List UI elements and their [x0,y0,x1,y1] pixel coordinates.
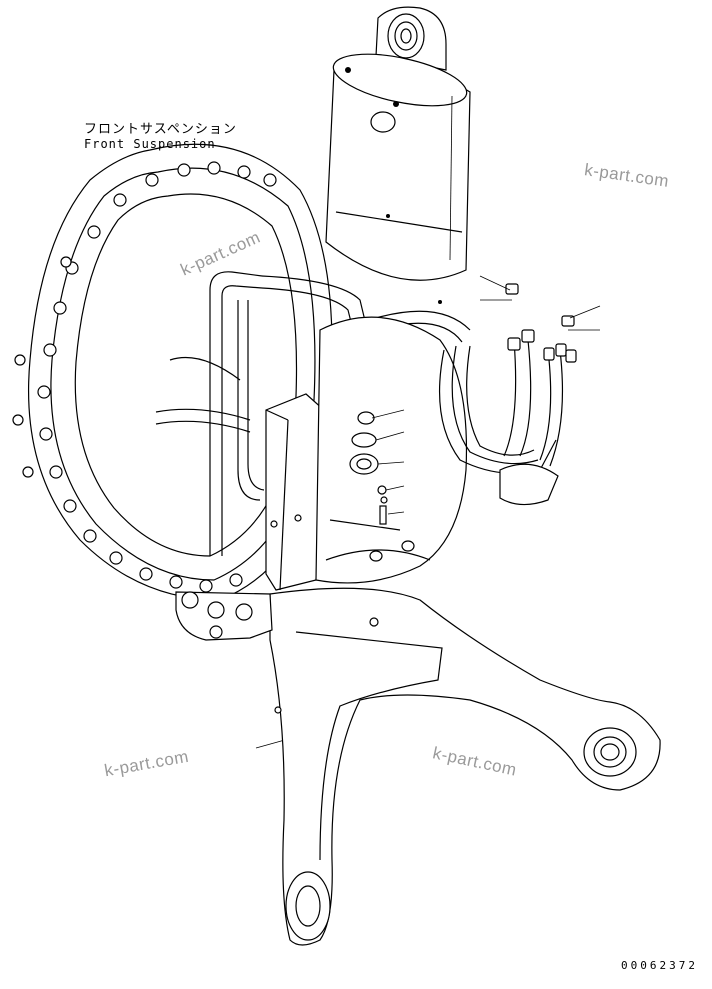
cylinder-top-eye [375,6,447,71]
strut-cylinder [325,53,471,304]
document-number: 00062372 [621,959,698,972]
fittings [255,275,601,749]
hydraulic-pipes [155,271,471,556]
lower-hub-bracket [175,591,273,641]
swing-arm [269,587,661,946]
hose-bundle [439,339,564,506]
part-name-japanese: フロントサスペンション [84,122,237,137]
rim-bolts [12,161,277,593]
knuckle-housing [315,316,468,584]
mounting-bracket [265,393,325,591]
wheel-hub-disk [12,143,333,601]
part-name-english: Front Suspension [84,137,216,151]
